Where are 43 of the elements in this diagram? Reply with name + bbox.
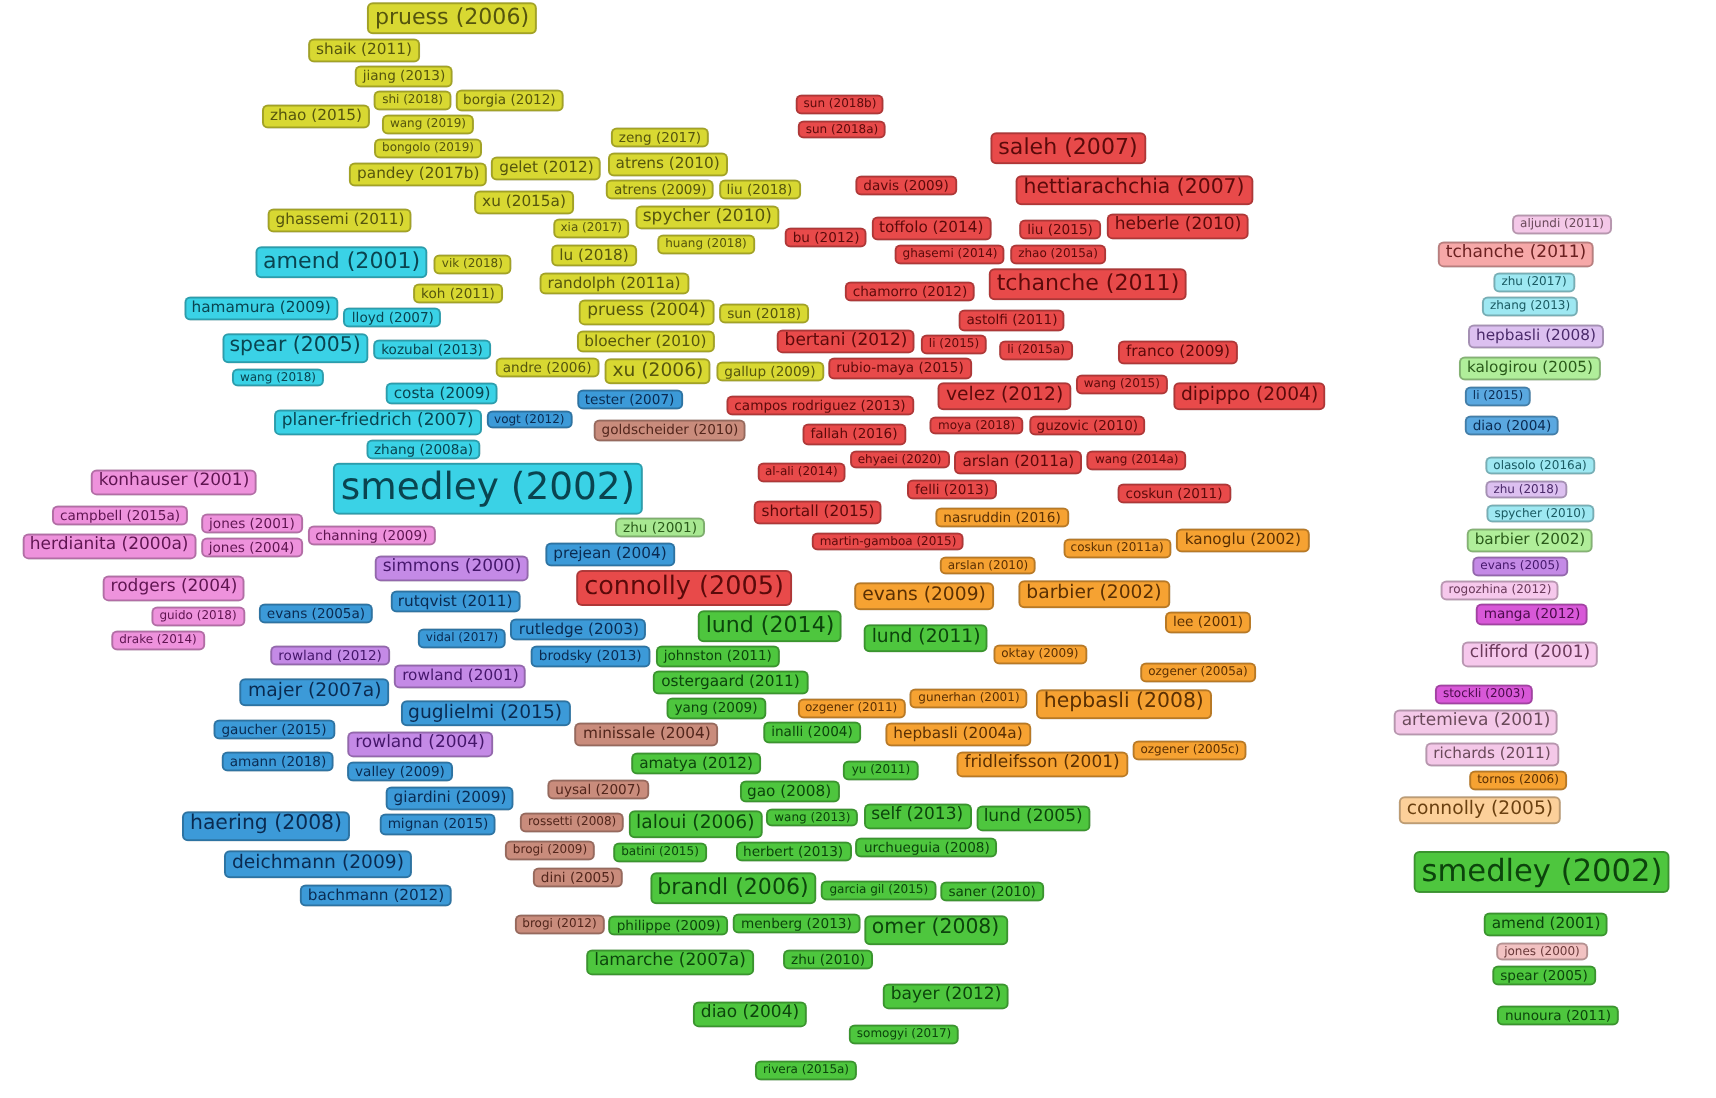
publication-label: hettiarachchia (2007) bbox=[1015, 175, 1253, 205]
publication-label: spear (2005) bbox=[221, 332, 369, 363]
publication-label: velez (2012) bbox=[938, 383, 1072, 411]
publication-label: dipippo (2004) bbox=[1172, 382, 1327, 410]
publication-label: majer (2007a) bbox=[240, 678, 390, 706]
publication-label: bayer (2012) bbox=[882, 983, 1010, 1009]
publication-label: tchanche (2011) bbox=[1437, 242, 1595, 268]
publication-label: tchanche (2011) bbox=[988, 269, 1188, 301]
publication-label: deichmann (2009) bbox=[223, 850, 413, 879]
publication-label: pruess (2006) bbox=[366, 2, 538, 34]
publication-label: amend (2001) bbox=[255, 246, 429, 279]
publication-label: simmons (2000) bbox=[374, 555, 530, 581]
publication-label: bertani (2012) bbox=[776, 328, 916, 354]
publication-label: rodgers (2004) bbox=[102, 576, 246, 602]
publication-label: heberle (2010) bbox=[1106, 213, 1250, 239]
publication-label: hepbasli (2008) bbox=[1035, 689, 1212, 719]
publication-label: smedley (2002) bbox=[1413, 850, 1671, 894]
publication-label: barbier (2002) bbox=[1018, 580, 1170, 609]
publication-label: connolly (2005) bbox=[576, 570, 792, 607]
publication-label: pruess (2004) bbox=[579, 299, 714, 325]
publication-label: omer (2008) bbox=[863, 915, 1008, 945]
publication-label: evans (2009) bbox=[854, 582, 994, 611]
publication-label: saleh (2007) bbox=[990, 132, 1146, 164]
publication-label: spycher (2010) bbox=[634, 204, 780, 230]
publication-label: brandl (2006) bbox=[649, 872, 817, 904]
publication-label: laloui (2006) bbox=[628, 810, 763, 838]
publication-label: xu (2006) bbox=[604, 357, 712, 386]
publication-label: konhauser (2001) bbox=[90, 469, 258, 495]
publication-label: lund (2014) bbox=[697, 610, 843, 643]
publication-label: lund (2005) bbox=[975, 805, 1091, 831]
publication-label: self (2013) bbox=[863, 803, 972, 829]
publication-label: lamarche (2007a) bbox=[586, 949, 754, 975]
publication-label: clifford (2001) bbox=[1461, 641, 1599, 667]
publication-label: lund (2011) bbox=[863, 624, 989, 652]
publication-label: rowland (2004) bbox=[347, 731, 493, 758]
publication-label: fridleifsson (2001) bbox=[956, 751, 1128, 777]
publication-label: herdianita (2000a) bbox=[21, 533, 197, 559]
publication-label: haering (2008) bbox=[181, 811, 351, 841]
publication-label: guglielmi (2015) bbox=[400, 699, 571, 727]
publication-label: connolly (2005) bbox=[1398, 796, 1562, 824]
publication-label: artemieva (2001) bbox=[1393, 709, 1559, 735]
publication-label: planer-friedrich (2007) bbox=[273, 410, 482, 436]
publication-label: diao (2004) bbox=[692, 1001, 808, 1027]
